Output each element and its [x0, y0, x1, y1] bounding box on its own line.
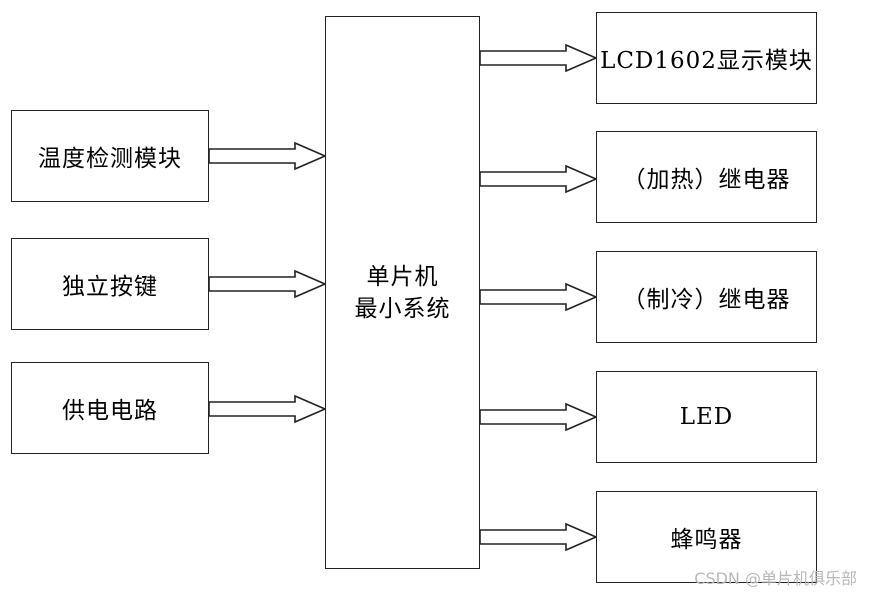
arrow-power-to-mcu	[208, 394, 328, 424]
watermark: CSDN @单片机俱乐部	[694, 569, 857, 588]
temperature-module-label: 温度检测模块	[38, 146, 182, 172]
lcd-module-label: LCD1602显示模块	[600, 48, 813, 74]
arrow-mcu-to-heat-relay	[479, 164, 599, 194]
temperature-module-box: 温度检测模块	[11, 110, 209, 202]
mcu-label-line1: 单片机	[366, 263, 439, 290]
cool-relay-box: （制冷）继电器	[596, 251, 817, 343]
arrow-mcu-to-led	[479, 402, 599, 432]
heat-relay-label: （加热）继电器	[622, 167, 791, 193]
arrow-mcu-to-lcd	[479, 43, 599, 73]
cool-relay-label: （制冷）继电器	[622, 287, 791, 313]
buzzer-module-label: 蜂鸣器	[670, 527, 743, 553]
heat-relay-box: （加热）继电器	[596, 131, 817, 223]
buzzer-module-box: 蜂鸣器	[596, 491, 817, 583]
mcu-box: 单片机 最小系统	[325, 16, 480, 569]
led-module-label: LED	[679, 404, 734, 430]
led-module-box: LED	[596, 371, 817, 463]
arrow-mcu-to-buzzer	[479, 522, 599, 552]
mcu-label-line2: 最小系统	[354, 295, 451, 322]
power-module-box: 供电电路	[11, 362, 209, 454]
keys-module-box: 独立按键	[11, 238, 209, 330]
power-module-label: 供电电路	[62, 398, 158, 424]
arrow-keys-to-mcu	[208, 269, 328, 299]
lcd-module-box: LCD1602显示模块	[596, 12, 817, 104]
arrow-temp-to-mcu	[208, 141, 328, 171]
keys-module-label: 独立按键	[62, 274, 158, 300]
arrow-mcu-to-cool-relay	[479, 282, 599, 312]
